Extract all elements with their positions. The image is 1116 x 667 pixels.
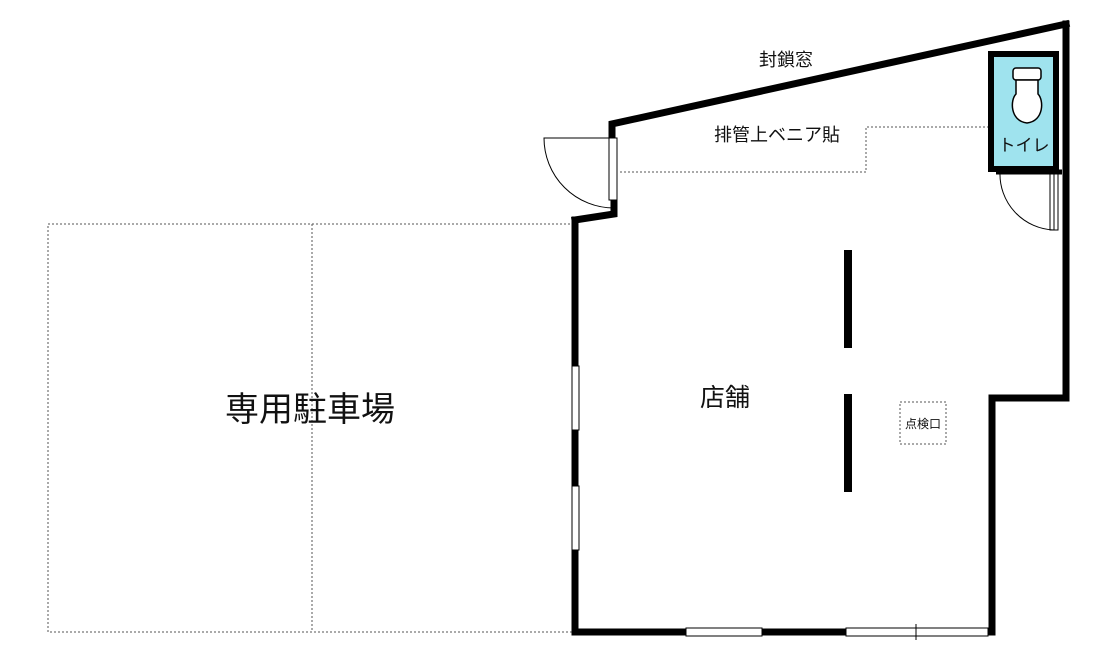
- inspection-hatch-label: 点検口: [905, 417, 941, 431]
- outer-wall-main: [571, 20, 1070, 636]
- entrance-door-leaf: [608, 137, 618, 201]
- walls: [571, 19, 1071, 636]
- pipe-veneer-area: [620, 126, 988, 173]
- toilet-door-swing: [999, 171, 1055, 231]
- sealed-window-label: 封鎖窓: [759, 50, 813, 71]
- store-label: 店舗: [700, 383, 750, 412]
- windows: [571, 365, 989, 640]
- toilet-door: [996, 169, 1062, 231]
- toilet-icon: [1011, 67, 1043, 124]
- pipe-veneer-outline: [620, 126, 988, 173]
- entrance-step-wall: [571, 196, 618, 224]
- toilet-label: トイレ: [999, 136, 1050, 156]
- window-bottom-left: [685, 627, 763, 637]
- toilet-wall: [988, 51, 1059, 172]
- parking-label: 専用駐車場: [225, 390, 395, 430]
- toilet-room: [988, 51, 1059, 172]
- entrance-door-swing: [543, 137, 615, 209]
- window-left-lower: [571, 485, 580, 551]
- window-left-upper: [571, 365, 580, 431]
- entrance-door: [543, 137, 618, 209]
- pipe-veneer-label: 排管上ベニア貼: [714, 125, 840, 146]
- outer-wall-top: [608, 19, 1071, 142]
- window-bottom-right: [845, 627, 989, 637]
